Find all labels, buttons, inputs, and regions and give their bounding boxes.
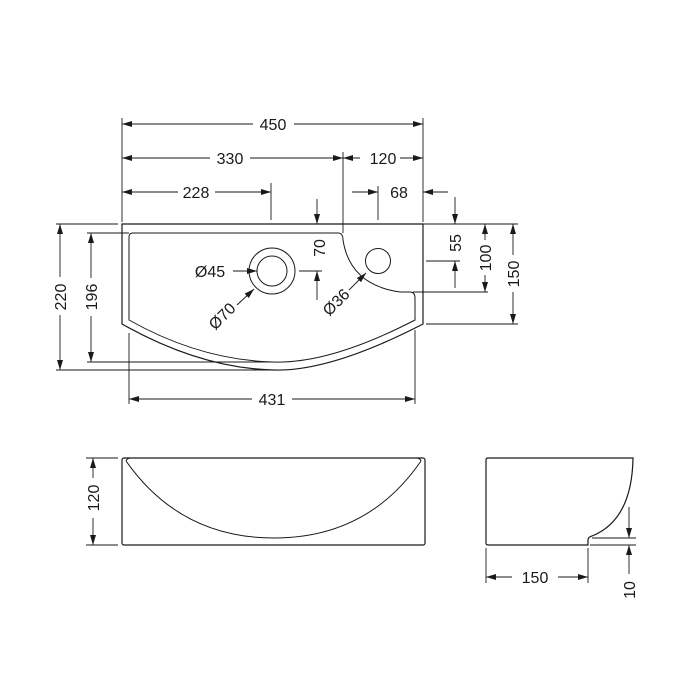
dim-diameter-45: Ø45	[195, 264, 225, 281]
dim-68: 68	[390, 185, 408, 202]
dim-55: 55	[448, 234, 465, 252]
dim-side-150: 150	[522, 570, 549, 587]
dim-220: 220	[53, 284, 70, 311]
front-outline	[121, 457, 426, 546]
dim-100: 100	[478, 245, 495, 272]
dim-450: 450	[260, 117, 287, 134]
small-hole	[365, 248, 391, 274]
side-outline	[485, 457, 634, 546]
basin-outline	[121, 223, 424, 371]
extension-lines	[56, 118, 518, 404]
dim-431: 431	[259, 392, 286, 409]
dim-side-10: 10	[622, 581, 639, 599]
dim-196: 196	[84, 284, 101, 311]
dimension-lines	[57, 121, 516, 402]
plan-view: 450 330 120 228 68 70 55 100 150 220 196…	[53, 117, 523, 409]
dim-70: 70	[312, 239, 329, 257]
side-view: 150 10	[485, 457, 639, 599]
front-bowl-curve	[125, 457, 422, 539]
dim-front-120: 120	[86, 485, 103, 512]
front-view: 120	[86, 457, 426, 546]
dim-330: 330	[217, 151, 244, 168]
dim-150: 150	[506, 261, 523, 288]
dim-120: 120	[370, 151, 397, 168]
dim-228: 228	[183, 185, 210, 202]
basin-bowl-outline	[128, 232, 416, 363]
